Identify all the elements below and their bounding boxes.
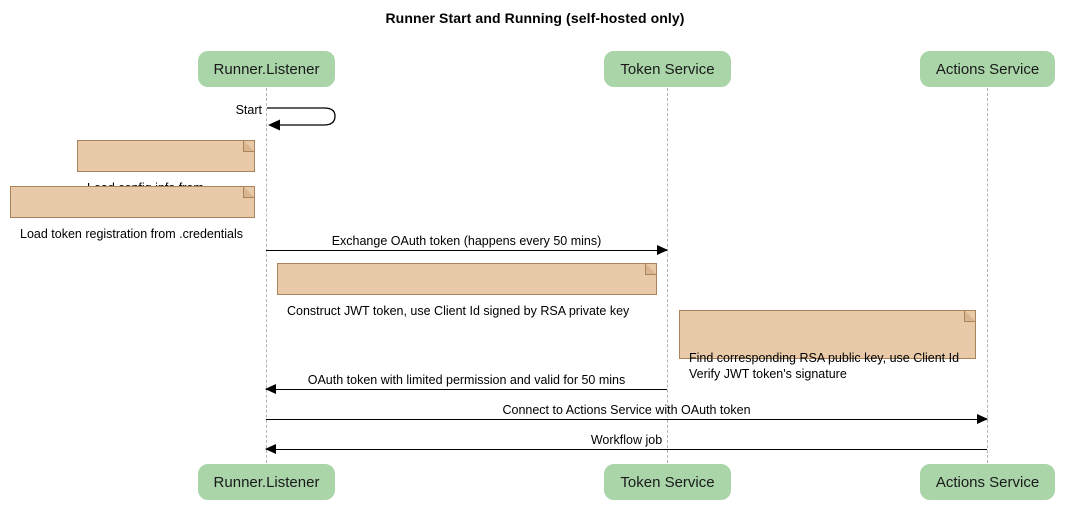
- note-fold-corner-icon: [243, 140, 255, 152]
- participant-label: Token Service: [620, 473, 715, 491]
- participant-token-service-bottom[interactable]: Token Service: [604, 464, 731, 500]
- message-label-oauth-reply: OAuth token with limited permission and …: [307, 373, 626, 387]
- arrowhead-right-icon: [977, 414, 988, 424]
- note-construct-jwt: Construct JWT token, use Client Id signe…: [277, 263, 657, 318]
- message-arrow-connect-actions: [266, 414, 988, 424]
- participant-label: Actions Service: [935, 60, 1040, 78]
- participant-label: Actions Service: [935, 473, 1040, 491]
- participant-label: Runner.Listener: [213, 473, 320, 491]
- participant-actions-service-top[interactable]: Actions Service: [920, 51, 1055, 87]
- self-message-label-start: Start: [235, 103, 262, 117]
- note-load-token-registration: Load token registration from .credential…: [10, 186, 255, 241]
- participant-runner-listener-top[interactable]: Runner.Listener: [198, 51, 335, 87]
- message-arrow-workflow-job: [265, 444, 987, 454]
- lifeline-token-service: [667, 88, 668, 463]
- arrowhead-right-icon: [657, 245, 668, 255]
- lifeline-runner-listener: [266, 88, 267, 463]
- note-text: Construct JWT token, use Client Id signe…: [287, 304, 630, 318]
- note-fold-corner-icon: [645, 263, 657, 275]
- self-message-start: [266, 106, 342, 134]
- message-label-workflow-job: Workflow job: [590, 433, 663, 447]
- message-label-exchange-oauth: Exchange OAuth token (happens every 50 m…: [331, 234, 602, 248]
- page-title: Runner Start and Running (self-hosted on…: [385, 10, 685, 26]
- participant-token-service-top[interactable]: Token Service: [604, 51, 731, 87]
- note-fold-corner-icon: [964, 310, 976, 322]
- note-fold-corner-icon: [243, 186, 255, 198]
- note-load-config: Load config info from .runner: [77, 140, 255, 211]
- participant-runner-listener-bottom[interactable]: Runner.Listener: [198, 464, 335, 500]
- participant-label: Runner.Listener: [213, 60, 320, 78]
- arrowhead-left-icon: [265, 384, 276, 394]
- lifeline-actions-service: [987, 88, 988, 463]
- note-text: Find corresponding RSA public key, use C…: [689, 351, 960, 381]
- arrowhead-left-icon: [265, 444, 276, 454]
- message-arrow-exchange-oauth: [266, 245, 668, 255]
- message-label-connect-actions: Connect to Actions Service with OAuth to…: [502, 403, 751, 417]
- message-arrow-oauth-reply: [265, 384, 667, 394]
- note-verify-jwt: Find corresponding RSA public key, use C…: [679, 310, 976, 381]
- participant-label: Token Service: [620, 60, 715, 78]
- participant-actions-service-bottom[interactable]: Actions Service: [920, 464, 1055, 500]
- note-text: Load token registration from .credential…: [20, 227, 244, 241]
